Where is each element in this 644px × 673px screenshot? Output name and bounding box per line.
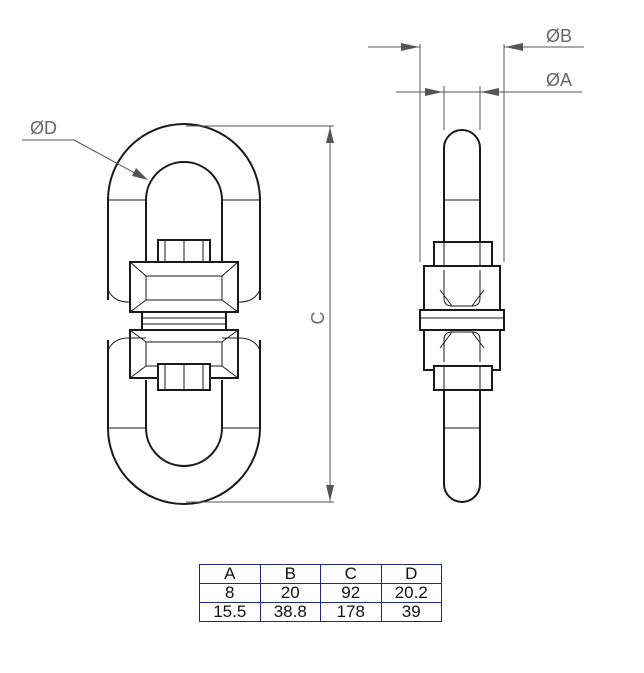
lower-shackle-inner xyxy=(145,380,223,467)
table-cell: 39 xyxy=(380,602,442,622)
dimension-table: A B C D 8 20 92 20.2 15.5 38.8 178 39 xyxy=(199,564,442,622)
table-row: 15.5 38.8 178 39 xyxy=(199,602,442,622)
label-c: C xyxy=(308,312,328,325)
side-lower-link xyxy=(443,390,481,503)
dim-c xyxy=(186,125,334,503)
side-lower-body xyxy=(423,329,501,371)
table-cell: 15.5 xyxy=(199,602,261,622)
label-dia-a: ØA xyxy=(546,70,572,90)
table-header-cell: A xyxy=(199,564,261,584)
table-cell: 178 xyxy=(320,602,382,622)
table-header-cell: D xyxy=(380,564,442,584)
table-cell: 8 xyxy=(199,583,261,603)
label-dia-d: ØD xyxy=(30,118,57,138)
dim-a xyxy=(396,86,582,130)
table-header-cell: C xyxy=(320,564,382,584)
label-dia-b: ØB xyxy=(546,26,572,46)
dim-d xyxy=(22,139,148,180)
side-upper-link xyxy=(443,129,481,300)
side-upper-body xyxy=(423,265,501,311)
table-header-cell: B xyxy=(259,564,321,584)
upper-shackle-inner xyxy=(145,161,223,265)
table-cell: 20.2 xyxy=(380,583,442,603)
front-view xyxy=(107,123,261,505)
dim-b xyxy=(368,43,584,262)
center-ring xyxy=(141,311,227,331)
table-cell: 92 xyxy=(320,583,382,603)
table-row: 8 20 92 20.2 xyxy=(199,583,442,603)
lower-shackle-outer xyxy=(107,340,261,505)
table-cell: 38.8 xyxy=(259,602,321,622)
upper-shackle-outer xyxy=(107,123,261,300)
table-cell: 20 xyxy=(259,583,321,603)
side-view xyxy=(419,129,505,503)
table-header-row: A B C D xyxy=(199,564,442,584)
